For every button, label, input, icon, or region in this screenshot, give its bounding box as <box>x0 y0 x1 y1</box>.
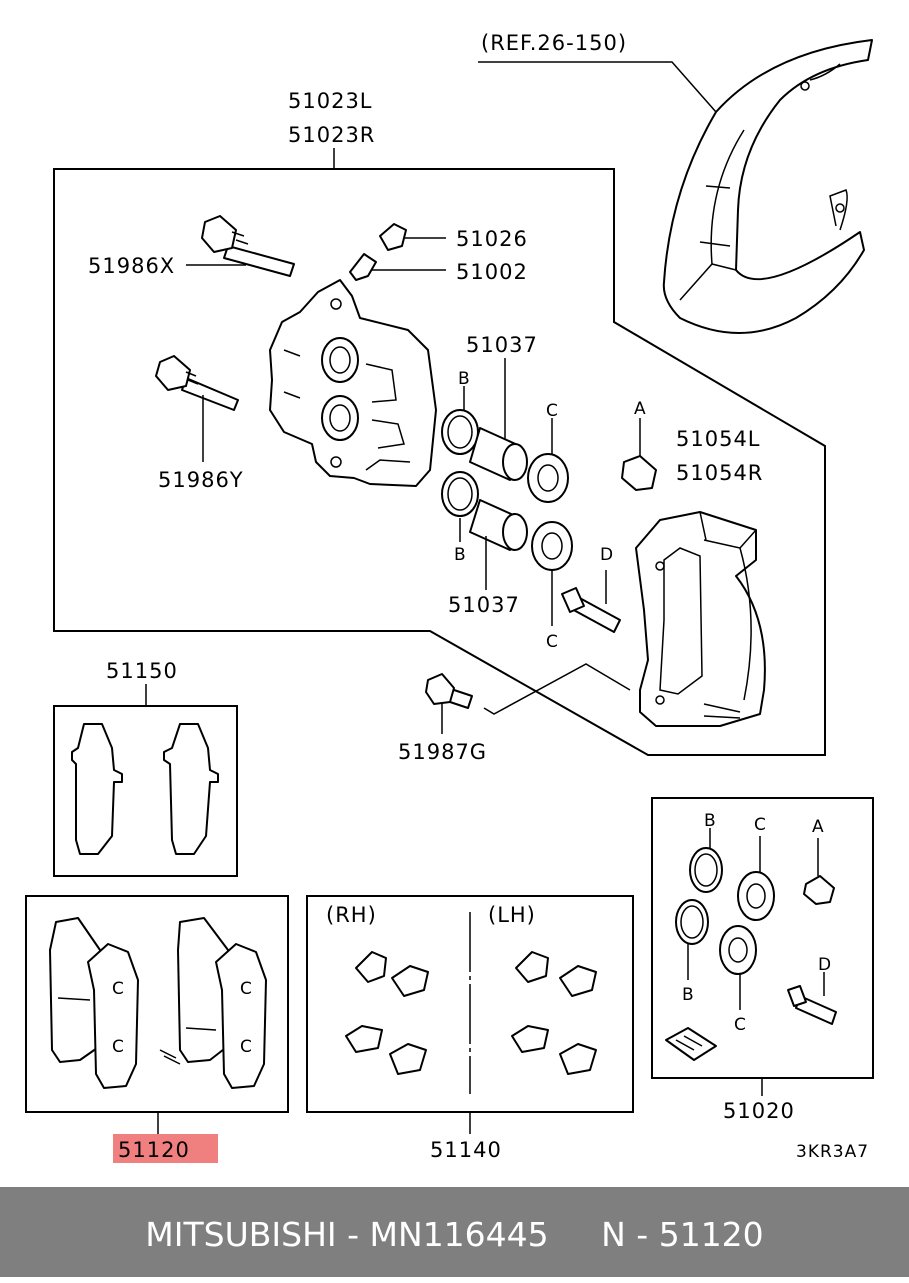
bleeder-cap-label: 51026 <box>456 227 528 251</box>
bleeder-cap-part <box>379 223 407 251</box>
brake-pad-simple-left <box>71 723 123 855</box>
pad-set-main-label: 51120 <box>118 1138 190 1162</box>
bracket-label-r: 51054R <box>676 461 763 485</box>
brake-pad-main-left: C C <box>49 917 139 1089</box>
footer-bar: MITSUBISHI - MN116445 N - 51120 <box>0 1187 909 1277</box>
caliper-assembly-frame <box>53 168 826 756</box>
clip-rh-group <box>345 951 429 1075</box>
letter-c-lower: C <box>546 632 559 652</box>
guide-pin-upper-label: 51986X <box>88 254 175 278</box>
piston-lower-label: 51037 <box>448 593 520 617</box>
guide-pin-lower-label: 51986Y <box>158 468 244 492</box>
boot-a-part <box>621 455 657 491</box>
support-bracket <box>635 511 766 727</box>
letter-a-kit: A <box>812 817 825 837</box>
drawing-code: 3KR3A7 <box>796 1142 869 1162</box>
svg-text:C: C <box>240 979 253 999</box>
svg-text:C: C <box>112 1037 125 1057</box>
clip-lh-label: (LH) <box>488 903 536 927</box>
footer-brand: MITSUBISHI <box>145 1215 337 1254</box>
letter-c-kit-top: C <box>754 815 767 835</box>
pad-set-main-box <box>25 895 289 1113</box>
ref-leader <box>478 61 717 113</box>
pad-set-simple-box <box>53 705 238 877</box>
mounting-bolt-leader-line <box>483 663 631 715</box>
dust-shield <box>662 39 873 334</box>
pad-set-main-highlight <box>113 1134 218 1163</box>
piston-upper-group <box>441 409 569 503</box>
clip-kit-label: 51140 <box>430 1138 502 1162</box>
mounting-bolt-label: 51987G <box>398 740 487 764</box>
letter-b-upper: B <box>458 369 471 389</box>
letter-a-upper: A <box>634 399 647 419</box>
piston-lower-group <box>441 471 573 571</box>
mounting-bolt-part <box>425 673 473 709</box>
letter-d-kit: D <box>818 955 832 975</box>
letter-b-kit-bottom: B <box>682 985 695 1005</box>
clip-rh-label: (RH) <box>326 903 377 927</box>
guide-pin-lower-part <box>155 355 239 411</box>
bleeder-screw-label: 51002 <box>456 260 528 284</box>
brake-pad-main-right: C C <box>159 917 267 1089</box>
caliper-label-l: 51023L <box>288 89 373 113</box>
svg-text:C: C <box>240 1037 253 1057</box>
pin-d-part <box>561 587 621 633</box>
letter-b-kit-top: B <box>704 811 717 831</box>
footer-part-number: MN116445 <box>369 1215 549 1254</box>
caliper-body <box>269 279 437 487</box>
footer-label: N - 51120 <box>601 1215 764 1254</box>
ref-label: (REF.26-150) <box>481 31 627 55</box>
svg-text:C: C <box>112 979 125 999</box>
brake-pad-simple-right <box>163 723 219 855</box>
parts-diagram: 51023L 51023R (REF.26-150) 51986X 51986Y… <box>25 31 874 1163</box>
letter-c-kit-bottom: C <box>734 1015 747 1035</box>
letter-c-upper: C <box>546 401 559 421</box>
seal-kit-label: 51020 <box>723 1099 795 1123</box>
pad-set-simple-label: 51150 <box>106 659 178 683</box>
letter-b-lower: B <box>454 545 467 565</box>
bracket-label-l: 51054L <box>676 427 761 451</box>
bleeder-screw-part <box>349 253 377 281</box>
letter-d-upper: D <box>600 545 614 565</box>
seal-kit-parts <box>665 847 837 1061</box>
guide-pin-upper-part <box>201 215 295 277</box>
piston-upper-label: 51037 <box>466 333 538 357</box>
caliper-label-r: 51023R <box>288 123 375 147</box>
clip-lh-group <box>511 951 597 1075</box>
footer-text: MITSUBISHI - MN116445 N - 51120 <box>145 1215 764 1254</box>
